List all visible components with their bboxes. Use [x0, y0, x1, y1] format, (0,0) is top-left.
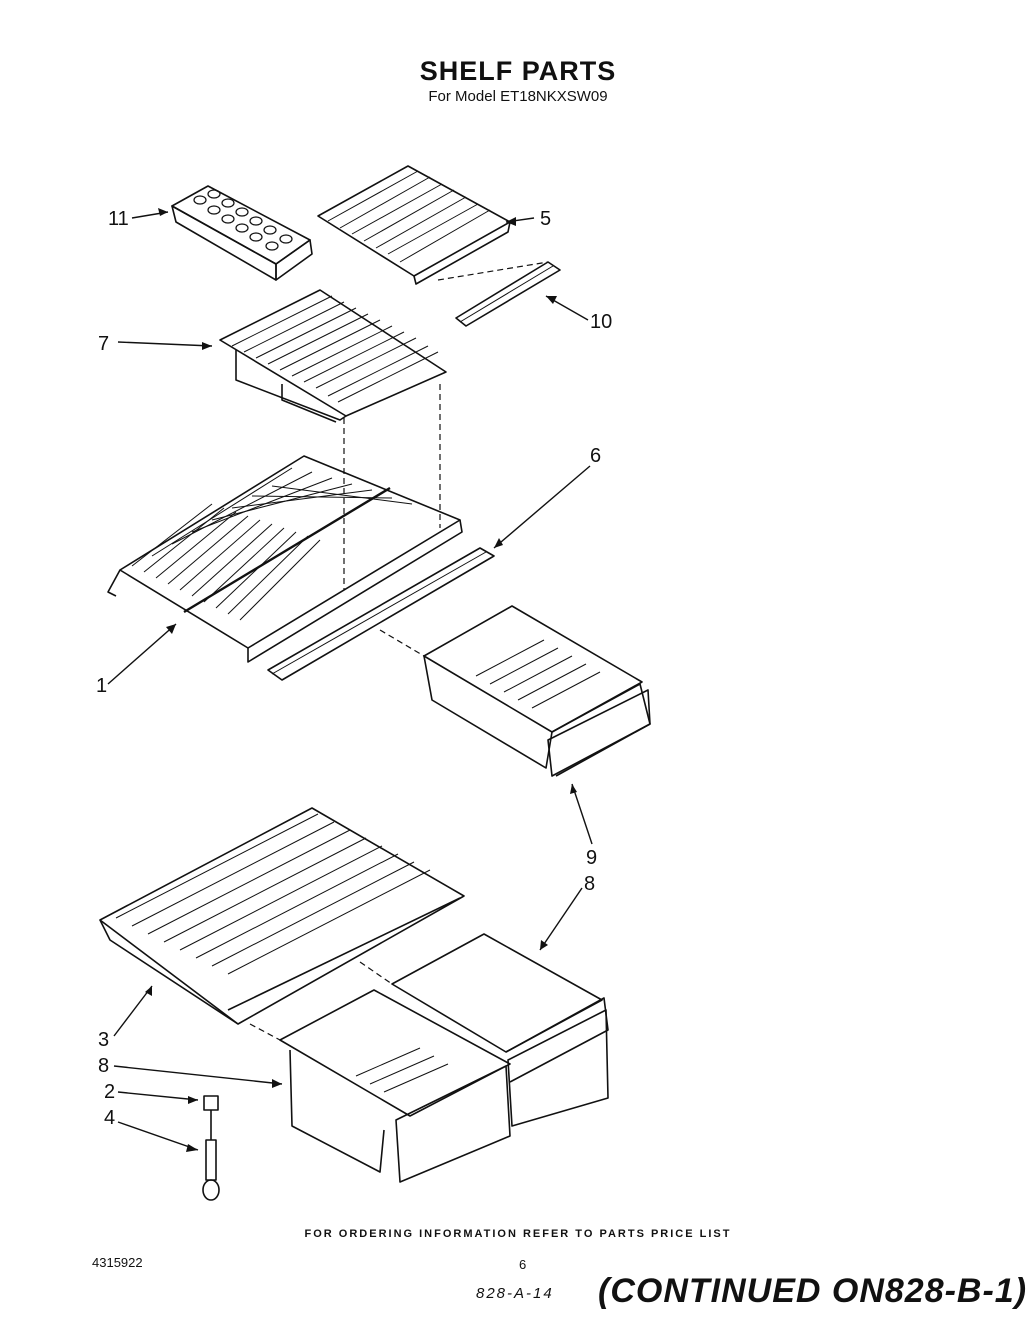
callout-3: 3	[98, 1029, 109, 1051]
callout-1: 1	[96, 675, 107, 697]
meat-keeper-shelf-part	[219, 289, 447, 423]
reference-code: 828-A-14	[476, 1285, 554, 1302]
ice-tray-part	[171, 185, 313, 281]
shelf-trim-small-part	[455, 261, 561, 327]
callout-4: 4	[104, 1107, 115, 1129]
small-wire-shelf-part	[317, 165, 511, 285]
callout-6: 6	[590, 445, 601, 467]
shelf-trim-long-part	[267, 547, 495, 681]
crisper-drawer-part	[423, 605, 651, 777]
callout-5: 5	[540, 208, 551, 230]
callout-2: 2	[104, 1081, 115, 1103]
callout-7: 7	[98, 333, 109, 355]
control-shaft-part	[202, 1139, 220, 1201]
crisper-drawer-right-part	[391, 933, 609, 1127]
main-wire-shelf-part	[107, 455, 463, 663]
callout-9: 9	[586, 847, 597, 869]
exploded-parts-diagram: 11 5 10 7 6 1 9 8 3 8 2 4	[96, 165, 651, 1201]
page-number: 6	[519, 1257, 527, 1272]
control-knob-part	[203, 1095, 219, 1140]
model-subtitle: For Model ET18NKXSW09	[428, 88, 608, 105]
continued-note: (CONTINUED ON828-B-1)	[598, 1272, 1028, 1310]
callout-8-left: 8	[98, 1055, 109, 1077]
callout-11: 11	[108, 208, 129, 230]
callout-8-right: 8	[584, 873, 595, 895]
ordering-note: FOR ORDERING INFORMATION REFER TO PARTS …	[304, 1228, 732, 1240]
lower-shelf-part	[99, 807, 465, 1025]
crisper-drawer-left-part	[279, 989, 511, 1183]
document-number: 4315922	[92, 1255, 143, 1270]
page-title: SHELF PARTS	[419, 56, 617, 86]
callout-10: 10	[590, 311, 612, 333]
